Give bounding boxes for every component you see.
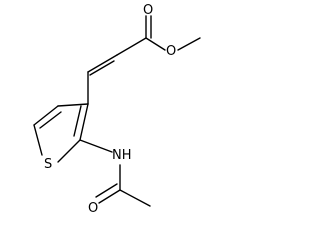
atom-label-amide-oxygen: O [88, 201, 98, 216]
structure-diagram: O O S NH O [33, 3, 201, 216]
bond-ring-c4-c5-a [33, 105, 59, 126]
atom-label-ether-oxygen: O [166, 44, 176, 59]
bond-ring-c3-c4 [57, 103, 89, 107]
bond-ring-c5-s [33, 124, 43, 156]
bond-o-carbonyl-c [145, 37, 166, 51]
bond-alkene-a [87, 54, 118, 73]
molecule-canvas: O O S NH O [33, 3, 201, 216]
bond-ring-s-c2 [57, 139, 81, 163]
bond-c2-n [79, 139, 113, 153]
bond-c-methyl-o [177, 37, 201, 51]
bond-amide-c-o-a [98, 189, 121, 204]
bond-ring-c2-c3-b [73, 105, 82, 137]
bond-ring-c4-c5-b [39, 111, 62, 129]
atom-label-carbonyl-oxygen: O [143, 3, 153, 18]
bond-ring-c2-c3-a [79, 103, 89, 141]
bond-alkene-b [89, 60, 115, 76]
bond-amide-c-o-b [95, 183, 118, 198]
atom-label-sulfur: S [44, 157, 52, 172]
atom-label-amide-nh: NH [112, 148, 132, 163]
bond-amide-c-methyl [119, 189, 151, 207]
bond-carbonyl-c-alpha-c [116, 37, 147, 56]
